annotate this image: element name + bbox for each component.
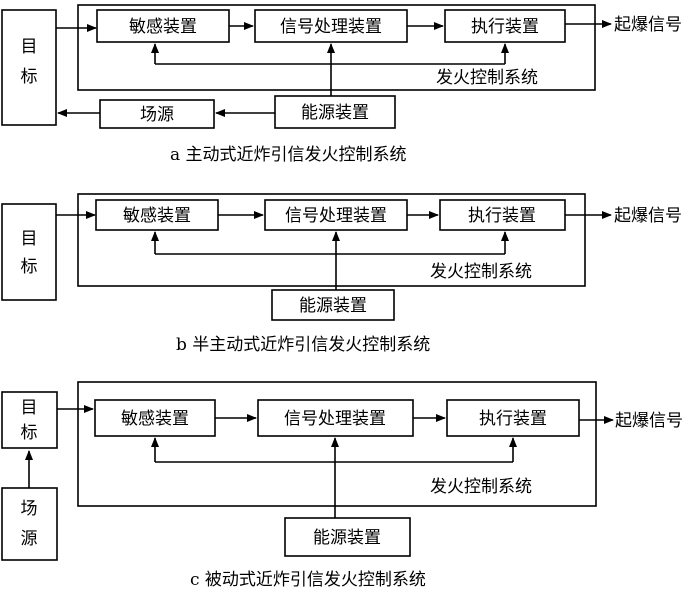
detonation-signal-label: 起爆信号 (615, 411, 683, 431)
panel-b: 目 标 敏感装置 信号处理装置 执行装置 起爆信号 发火控制系统 能源装置 b … (1, 193, 682, 355)
actuator-box (439, 199, 566, 231)
caption-a: a 主动式近炸引信发火控制系统 (170, 145, 407, 165)
sensing-label: 敏感装置 (123, 206, 191, 226)
detonation-signal-label: 起爆信号 (614, 15, 682, 35)
system-label: 发火控制系统 (436, 68, 538, 88)
signal-processing-box (264, 199, 408, 231)
energy-label: 能源装置 (301, 103, 369, 123)
sensing-label: 敏感装置 (121, 409, 189, 429)
signal-processing-label: 信号处理装置 (280, 17, 382, 37)
energy-box (271, 289, 395, 321)
energy-box (274, 95, 396, 129)
sensing-box (95, 199, 219, 231)
actuator-box (446, 399, 580, 437)
target-label-2: 标 (21, 257, 38, 277)
target-label-1: 目 (21, 398, 38, 418)
panel-a: 目 标 敏感装置 信号处理装置 执行装置 起爆信号 发火控制系统 场源 能源装置… (1, 4, 682, 165)
actuator-label: 执行装置 (479, 409, 547, 429)
field-source-label: 场源 (140, 105, 174, 125)
target-label-2: 标 (21, 423, 38, 443)
field-source-box (1, 487, 58, 561)
signal-processing-box (254, 9, 408, 43)
signal-processing-box (257, 399, 414, 437)
target-box (1, 391, 58, 449)
panel-c: 目 标 场 源 敏感装置 信号处理装置 执行装置 起爆信号 发火控制系统 能源装… (1, 381, 683, 590)
energy-label: 能源装置 (313, 528, 381, 548)
system-label: 发火控制系统 (430, 262, 532, 282)
system-frame (77, 193, 586, 287)
caption-c: c 被动式近炸引信发火控制系统 (190, 570, 426, 590)
field-source-box (99, 99, 215, 129)
system-frame (77, 381, 597, 507)
actuator-label: 执行装置 (471, 17, 539, 37)
system-frame (77, 4, 596, 91)
target-box (1, 203, 57, 301)
detonation-signal-label: 起爆信号 (614, 206, 682, 226)
system-label: 发火控制系统 (430, 477, 532, 497)
field-source-label-1: 场 (21, 499, 38, 519)
field-source-label-2: 源 (21, 529, 38, 549)
energy-label: 能源装置 (299, 296, 367, 316)
energy-box (284, 517, 411, 557)
actuator-box (444, 9, 566, 43)
target-label-1: 目 (21, 37, 38, 57)
target-label-2: 标 (21, 67, 38, 87)
actuator-label: 执行装置 (468, 206, 536, 226)
sensing-box (94, 399, 216, 437)
signal-processing-label: 信号处理装置 (284, 409, 386, 429)
caption-b: b 半主动式近炸引信发火控制系统 (176, 335, 430, 355)
sensing-label: 敏感装置 (129, 17, 197, 37)
signal-processing-label: 信号处理装置 (285, 206, 387, 226)
target-box (1, 9, 57, 126)
target-label-1: 目 (21, 229, 38, 249)
